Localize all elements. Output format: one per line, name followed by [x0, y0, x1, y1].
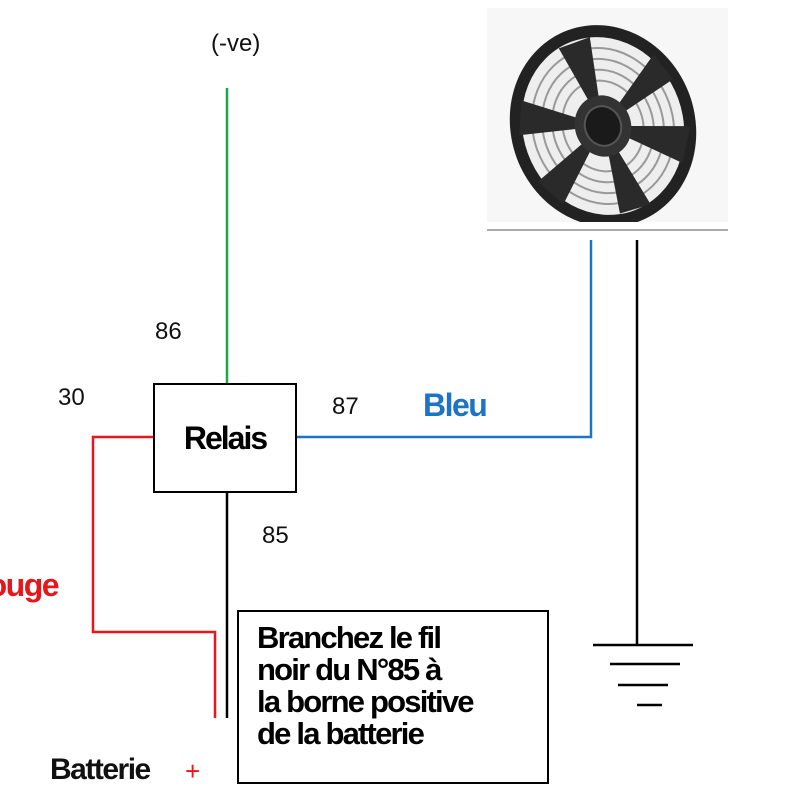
relay-box: Relais: [153, 383, 297, 493]
note-line: Branchez le fil: [257, 620, 442, 655]
pin-87-label: 87: [332, 393, 359, 420]
battery-label: Batterie: [50, 753, 151, 786]
instruction-note: Branchez le fil noir du N°85 à la borne …: [237, 610, 549, 784]
red-wire-label: Rouge: [0, 567, 60, 603]
pin-85-label: 85: [262, 522, 289, 549]
note-line: de la batterie: [257, 716, 425, 751]
wire-30-red: [91, 435, 217, 718]
wire-87-blue: [297, 240, 593, 439]
ground-symbol: [593, 643, 693, 707]
blue-wire-label: Bleu: [423, 387, 488, 423]
relay-label: Relais: [183, 419, 268, 456]
pin-30-label: 30: [58, 384, 85, 411]
battery-plus-sign: +: [185, 756, 201, 786]
cooling-fan-photo: [487, 8, 728, 227]
pin-86-label: 86: [155, 318, 182, 345]
note-line: noir du N°85 à: [257, 652, 442, 687]
note-line: la borne positive: [257, 684, 475, 719]
negative-label: (-ve): [211, 30, 261, 57]
